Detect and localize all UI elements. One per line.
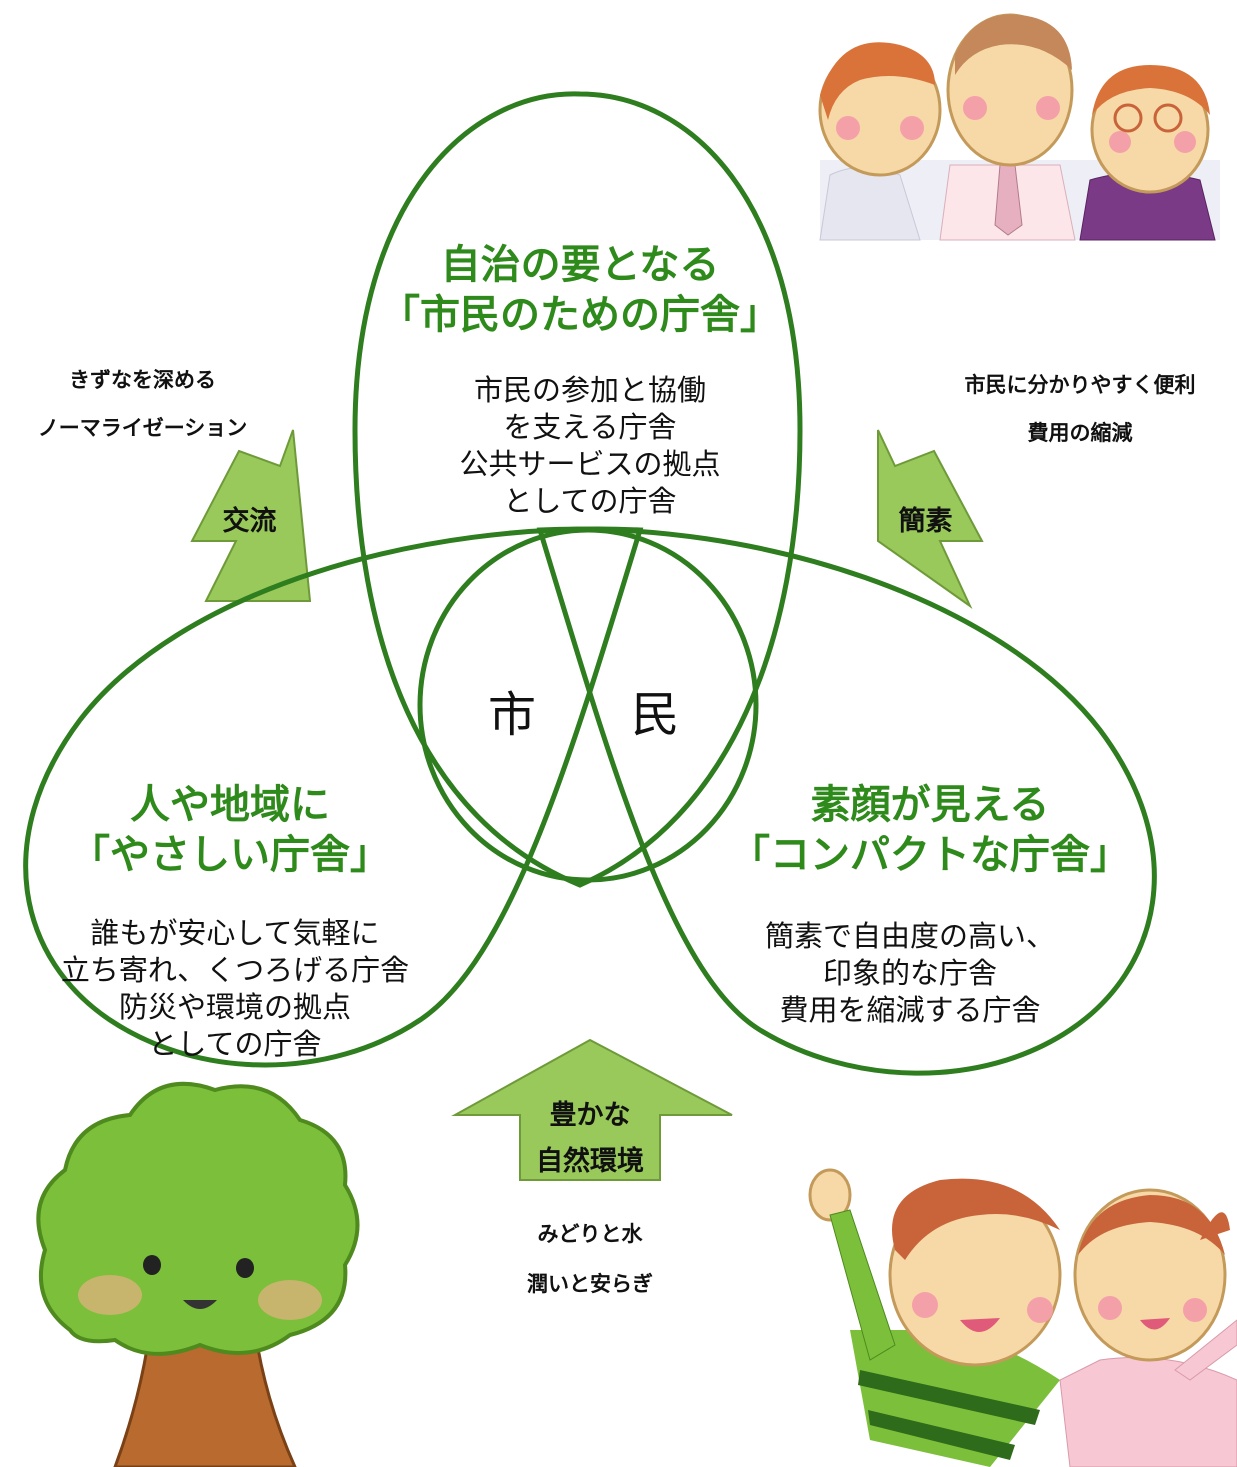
left-arrow-caption: ノーマライゼーション bbox=[37, 416, 248, 440]
left-lobe-line: としての庁舎 bbox=[148, 1027, 322, 1061]
top-lobe-title: 自治の要となる 「市民のための庁舎」 bbox=[380, 240, 780, 340]
left-lobe-title: 人や地域に 「やさしい庁舎」 bbox=[60, 780, 400, 880]
right-lobe-line: 簡素で自由度の高い、 bbox=[764, 919, 1055, 953]
top-lobe-line: 公共サービスの拠点 bbox=[459, 447, 721, 481]
top-lobe-line: 市民の参加と協働 bbox=[473, 373, 706, 407]
right-lobe-description: 簡素で自由度の高い、 印象的な庁舎 費用を縮減する庁舎 bbox=[745, 918, 1075, 1029]
right-lobe-title: 素顔が見える 「コンパクトな庁舎」 bbox=[720, 780, 1140, 880]
bottom-arrow-caption: 潤いと安らぎ bbox=[527, 1272, 653, 1296]
center-circle-outline bbox=[417, 527, 759, 883]
left-lobe-line: 立ち寄れ、くつろげる庁舎 bbox=[60, 953, 410, 987]
arrow-right-label: 簡素 bbox=[898, 506, 953, 537]
top-lobe-line: としての庁舎 bbox=[503, 484, 677, 518]
arrow-bottom-label-line: 自然環境 bbox=[536, 1146, 644, 1177]
center-label: 市 民 bbox=[488, 687, 720, 743]
left-arrow-captions: きずなを深める ノーマライゼーション bbox=[0, 356, 285, 452]
arrow-bottom-nature bbox=[451, 1038, 733, 1181]
left-lobe-line: 誰もが安心して気軽に bbox=[90, 916, 380, 950]
arrow-right-simplicity bbox=[877, 429, 984, 609]
right-arrow-caption: 市民に分かりやすく便利 bbox=[964, 373, 1196, 397]
venn-outlines bbox=[23, 91, 1157, 1076]
arrow-left-label: 交流 bbox=[222, 506, 277, 537]
top-lobe-title-line: 「市民のための庁舎」 bbox=[380, 292, 780, 338]
left-lobe-title-line: 人や地域に bbox=[130, 782, 330, 828]
left-lobe-outline bbox=[23, 526, 644, 1068]
left-lobe-line: 防災や環境の拠点 bbox=[118, 990, 351, 1024]
top-lobe-title-line: 自治の要となる bbox=[440, 242, 720, 288]
left-arrow-caption: きずなを深める bbox=[69, 368, 216, 392]
bottom-arrow-captions: みどりと水 潤いと安らぎ bbox=[490, 1209, 690, 1309]
right-lobe-outline bbox=[536, 526, 1157, 1076]
right-lobe-line: 費用を縮減する庁舎 bbox=[779, 993, 1041, 1027]
right-lobe-line: 印象的な庁舎 bbox=[822, 956, 997, 990]
three-adults-illustration bbox=[818, 13, 1220, 241]
right-arrow-caption: 費用の縮減 bbox=[1027, 421, 1133, 445]
right-lobe-title-line: 素顔が見える bbox=[810, 782, 1050, 828]
right-lobe-title-line: 「コンパクトな庁舎」 bbox=[730, 832, 1130, 878]
bottom-arrow-caption: みどりと水 bbox=[537, 1222, 643, 1246]
arrow-bottom-label: 豊かな 自然環境 bbox=[520, 1093, 660, 1185]
left-lobe-title-line: 「やさしい庁舎」 bbox=[70, 832, 390, 878]
right-arrow-captions: 市民に分かりやすく便利 費用の縮減 bbox=[930, 361, 1230, 457]
top-lobe-line: を支える庁舎 bbox=[503, 410, 677, 444]
two-children-illustration bbox=[808, 1168, 1237, 1467]
tree-character-illustration bbox=[36, 1081, 360, 1467]
left-lobe-description: 誰もが安心して気軽に 立ち寄れ、くつろげる庁舎 防災や環境の拠点 としての庁舎 bbox=[55, 915, 415, 1063]
top-lobe-outline bbox=[352, 91, 803, 888]
top-lobe-description: 市民の参加と協働 を支える庁舎 公共サービスの拠点 としての庁舎 bbox=[430, 372, 750, 520]
arrow-bottom-label-line: 豊かな bbox=[549, 1100, 631, 1131]
